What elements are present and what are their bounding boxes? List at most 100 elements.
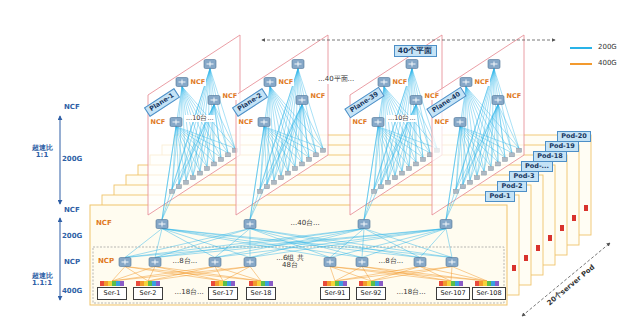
server-box: Ser-18 [246,287,276,300]
switch-arrows [295,62,302,67]
plane-count-box-text: 40个平面 [398,47,432,56]
pod-switch-mini [400,171,405,175]
server-box-text: Ser-2 [140,290,157,297]
link-line [388,69,412,181]
pod-switch-mini [379,185,384,189]
pod-switch-mini [184,180,189,184]
link-line [162,105,214,220]
link-line [491,105,498,167]
link-line [214,105,215,162]
port-strip [215,281,219,286]
port-strip [108,281,112,286]
pod-switch-mini [321,148,326,152]
ncf-label: NCF [95,220,113,228]
switch-icon [204,60,216,69]
switch-icon [244,220,256,229]
port-strip [443,281,447,286]
ellipsis-note: ...40台... [290,220,321,228]
link-line [260,127,264,190]
layer-label: NCP [63,259,81,267]
link-line [446,127,460,220]
link-line [250,229,446,258]
pod-span-arrow [522,243,610,316]
link-line [330,267,487,282]
server-box: Ser-92 [356,287,386,300]
port-strip [487,281,491,286]
server-rack-icon [536,245,540,251]
link-line [288,105,302,172]
link-line [148,267,155,282]
ellipsis-note: ...10台... [185,115,215,122]
switch-arrows [359,260,366,265]
link-line [302,105,309,158]
link-line [250,229,420,258]
link-line [125,267,261,282]
switch-arrows [381,80,388,85]
pod-switch-mini [482,171,487,175]
link-line [498,105,519,149]
link-line [362,267,371,282]
link-line [250,127,264,220]
switch-icon [292,60,304,69]
port-strip [459,281,463,286]
switch-arrows [211,98,218,103]
pod-tag-text: Pod-2 [501,183,522,190]
link-line [484,105,498,172]
port-strip [375,281,379,286]
plane-tag-text: Plane-39 [348,90,379,114]
ncf-label: NCF [352,119,369,126]
pod-switch-mini [407,167,412,171]
pod-switch-mini [489,167,494,171]
port-strip [479,281,483,286]
ncf-label: NCF [278,79,295,86]
pod-switch-mini [258,189,263,193]
link-line [335,267,420,282]
switch-arrows [361,222,368,227]
switch-arrows [267,80,274,85]
link-line [330,267,451,282]
pod-switch-mini [386,180,391,184]
pod-tag-text: Pod-18 [537,153,563,160]
switch-icon [209,258,221,267]
pod-switch-mini [198,171,203,175]
link-line [456,127,460,190]
link-line [264,127,316,153]
server-box-text: Ser-18 [251,290,272,297]
server-box: Ser-1 [97,287,127,300]
link-line [215,229,446,258]
server-box: Ser-17 [208,287,238,300]
link-line [264,127,309,158]
link-line [362,229,364,258]
link-line [498,105,505,158]
port-strip [136,281,140,286]
switch-arrows [449,260,456,265]
link-line [452,267,487,282]
port-strip [339,281,343,286]
port-strip [379,281,383,286]
plane-panel [432,35,524,215]
link-line [125,229,364,258]
layer-label: NCF [63,207,81,215]
server-box-text: Ser-1 [104,290,121,297]
pod-switch-mini [293,167,298,171]
port-strip [269,281,273,286]
port-strip [120,281,124,286]
port-strip [447,281,451,286]
pod-switch-mini [503,157,508,161]
plane-panel [350,35,442,215]
switch-icon [460,78,472,87]
switch-icon [324,258,336,267]
switch-icon [119,258,131,267]
pod-switch-mini [307,157,312,161]
plane-tag: Plane-1 [144,88,180,117]
plane-span-arrow [262,40,555,41]
switch-icon [356,258,368,267]
port-strip [343,281,347,286]
port-strip [148,281,152,286]
ratio-label: 超速比 1.1:1 [28,273,56,288]
server-rack-icon [572,215,576,221]
switch-icon [258,118,270,127]
server-rack-icon [512,265,516,271]
server-box-text: Ser-92 [361,290,382,297]
switch-arrows [327,260,334,265]
